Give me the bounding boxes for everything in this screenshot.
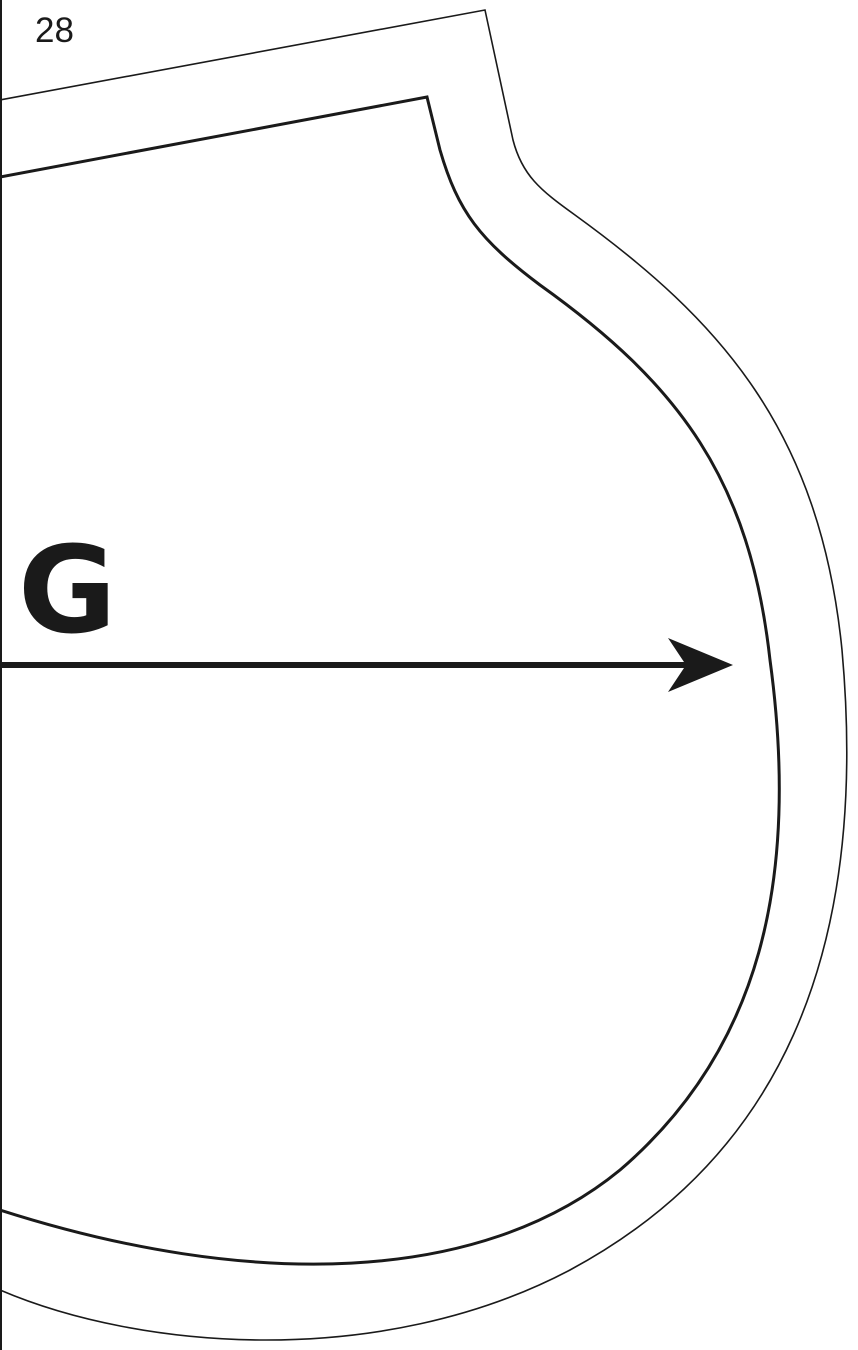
outer-cutting-line (0, 9, 848, 1341)
grainline-arrow-head (668, 638, 733, 692)
page-number: 28 (35, 11, 74, 50)
inner-seam-line (0, 95, 781, 1266)
pattern-piece-label: G (18, 522, 117, 661)
